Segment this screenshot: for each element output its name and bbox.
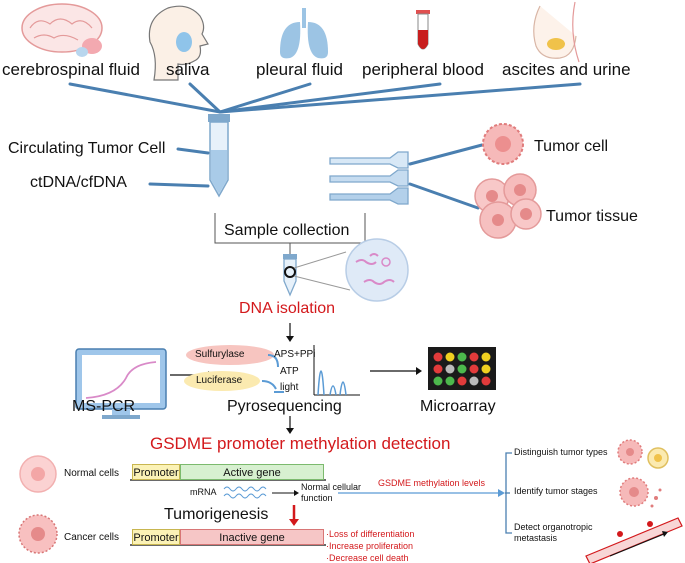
brain-icon xyxy=(21,3,103,57)
microarray-spot xyxy=(433,376,443,386)
cancer-cells-label: Cancer cells xyxy=(64,532,120,543)
app-detect-metastasis: Detect organotropic metastasis xyxy=(514,522,593,543)
light-label: light xyxy=(280,382,299,393)
abdomen-icon xyxy=(533,1,580,63)
atp-label: ATP xyxy=(280,366,299,377)
ctc-line xyxy=(176,147,210,155)
normal-cells-label: Normal cells xyxy=(64,468,120,479)
microarray-label: Microarray xyxy=(420,398,496,415)
microarray-spot xyxy=(481,376,491,386)
tumor-cell-icon xyxy=(482,123,524,165)
ctdna-label: ctDNA/cfDNA xyxy=(30,174,127,191)
cancer-cell-icon xyxy=(18,514,58,554)
blood-vessel-icon xyxy=(585,517,683,563)
microarray-spot xyxy=(433,364,443,374)
effect-loss-differentiation: ·Loss of differentiation xyxy=(326,529,415,539)
cancer-promoter-box: Promoter xyxy=(132,529,180,545)
luciferase-label: Luciferase xyxy=(196,375,243,386)
source-ascites-urine: ascites and urine xyxy=(502,60,631,79)
source-pleural-fluid: pleural fluid xyxy=(256,60,343,79)
app-distinguish-types: Distinguish tumor types xyxy=(514,447,608,457)
source-cerebrospinal-fluid: cerebrospinal fluid xyxy=(2,60,140,79)
mspcr-label: MS-PCR xyxy=(72,398,136,415)
ctc-label: Circulating Tumor Cell xyxy=(8,140,166,157)
pyrosequencing-label: Pyrosequencing xyxy=(227,398,342,415)
microarray-spot xyxy=(445,364,455,374)
lungs-icon xyxy=(280,8,328,59)
mrna-label: mRNA xyxy=(190,487,217,497)
microarray-spots xyxy=(433,352,491,386)
microarray-spot xyxy=(457,376,467,386)
microarray-spot xyxy=(445,352,455,362)
normal-function-label: Normal cellular function xyxy=(301,482,362,503)
dna-magnifier-icon xyxy=(345,238,409,302)
tumor-stages-icon xyxy=(619,477,662,508)
tumorigenesis-label: Tumorigenesis xyxy=(164,506,269,523)
centrifuge-tube-icon xyxy=(208,114,230,198)
inactive-gene-box: Inactive gene xyxy=(180,529,324,545)
tumor-tissue-icon xyxy=(474,173,542,239)
normal-cell-icon xyxy=(19,455,57,493)
tumor-cell-label: Tumor cell xyxy=(534,138,609,155)
sulfurylase-label: Sulfurylase xyxy=(195,349,245,360)
head-profile-icon xyxy=(148,5,209,81)
culture-flasks-icon xyxy=(329,151,409,205)
app-identify-stages: Identify tumor stages xyxy=(514,486,598,496)
pyrogram-icon xyxy=(313,345,360,396)
sulfurylase-blob xyxy=(186,345,274,365)
microarray-spot xyxy=(469,352,479,362)
sample-collection-label: Sample collection xyxy=(224,222,350,239)
microarray-spot xyxy=(469,364,479,374)
microarray-spot xyxy=(457,352,467,362)
microarray-spot xyxy=(469,376,479,386)
microtube-icon xyxy=(283,254,297,297)
microarray-spot xyxy=(481,364,491,374)
microarray-spot xyxy=(445,376,455,386)
microarray-spot xyxy=(457,364,467,374)
dna-isolation-label: DNA isolation xyxy=(239,300,336,317)
source-peripheral-blood: peripheral blood xyxy=(362,60,484,79)
detection-title: GSDME promoter methylation detection xyxy=(150,434,451,453)
tumor-tissue-line xyxy=(408,182,480,210)
tumor-types-icon xyxy=(617,439,669,469)
normal-promoter-box: Promoter xyxy=(132,464,180,480)
monitor-icon xyxy=(75,348,167,419)
source-saliva: saliva xyxy=(166,60,210,79)
tumor-tissue-label: Tumor tissue xyxy=(546,208,638,225)
ctdna-line xyxy=(148,182,210,188)
methylation-levels-label: GSDME methylation levels xyxy=(378,478,486,488)
microarray-spot xyxy=(481,352,491,362)
tumor-cell-line xyxy=(408,143,484,166)
active-gene-box: Active gene xyxy=(180,464,324,480)
aps-ppi-label: APS+PPi xyxy=(274,349,316,360)
effect-increase-proliferation: ·Increase proliferation xyxy=(326,541,414,551)
source-lines xyxy=(68,82,582,114)
effect-decrease-cell-death: ·Decrease cell death xyxy=(326,553,409,563)
microarray-spot xyxy=(433,352,443,362)
blood-tube-icon xyxy=(416,10,430,50)
luciferase-blob xyxy=(184,371,260,391)
